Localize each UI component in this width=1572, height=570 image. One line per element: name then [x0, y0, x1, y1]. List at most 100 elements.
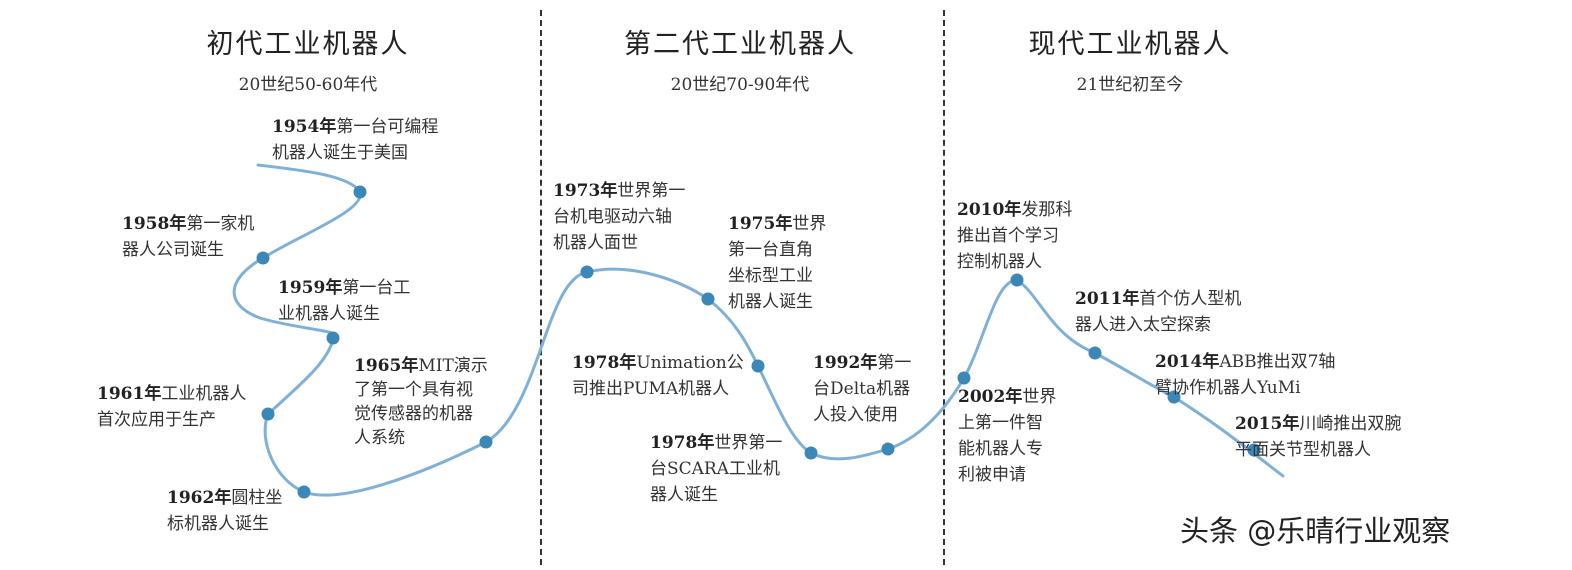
event-label: 2014年ABB推出双7轴臂协作机器人YuMi: [1155, 349, 1335, 401]
timeline-dot: [1088, 346, 1102, 360]
event-text: 器人公司诞生: [122, 240, 224, 260]
timeline-dot: [326, 331, 340, 345]
event-label: 1975年世界第一台直角坐标型工业机器人诞生: [728, 211, 826, 315]
event-text: 机器人面世: [553, 233, 638, 253]
event-text: 第一台直角: [728, 240, 813, 260]
event-year: 1973年: [553, 181, 618, 201]
event-year: 1962年: [167, 488, 232, 508]
timeline-dot: [256, 251, 270, 265]
event-label: 1954年第一台可编程机器人诞生于美国: [272, 114, 438, 166]
event-text: 平面关节型机器人: [1235, 440, 1371, 460]
timeline-dot: [1247, 443, 1261, 457]
event-line: 人投入使用: [813, 402, 911, 428]
event-text: 首次应用于生产: [97, 410, 216, 430]
era-title-2: 第二代工业机器人: [624, 29, 856, 60]
timeline-dot: [957, 371, 971, 385]
event-text: 上第一件智: [958, 413, 1043, 433]
timeline-dot: [804, 446, 818, 460]
event-year: 1978年: [650, 433, 715, 453]
event-line: 觉传感器的机器: [354, 402, 488, 426]
event-label: 1978年Unimation公司推出PUMA机器人: [572, 350, 744, 402]
era-title-1: 初代工业机器人: [206, 29, 410, 60]
event-line: 台SCARA工业机: [650, 456, 782, 482]
timeline-dot: [701, 292, 715, 306]
event-line: 首次应用于生产: [97, 407, 246, 433]
event-text: 利被申请: [958, 465, 1026, 485]
event-label: 1961年工业机器人首次应用于生产: [97, 381, 246, 433]
event-line: 推出首个学习: [957, 223, 1072, 249]
event-line: 业机器人诞生: [278, 301, 410, 327]
watermark-text: 头条 @乐晴行业观察: [1180, 514, 1451, 548]
event-line: 1961年工业机器人: [97, 381, 246, 407]
event-text: Unimation公: [636, 353, 744, 373]
event-line: 人系统: [354, 426, 488, 450]
event-text: 机器人诞生: [728, 292, 813, 312]
event-year: 1975年: [728, 214, 793, 234]
event-line: 机器人诞生于美国: [272, 140, 438, 166]
event-text: 控制机器人: [957, 252, 1042, 272]
event-year: 1961年: [97, 384, 162, 404]
event-line: 1978年世界第一: [650, 430, 782, 456]
event-text: 觉传感器的机器: [354, 404, 473, 424]
event-text: 台SCARA工业机: [650, 459, 781, 479]
event-text: ABB推出双7轴: [1219, 352, 1336, 372]
event-year: 2011年: [1075, 289, 1140, 309]
era-divider-1: [540, 10, 542, 565]
event-text: 世界: [1022, 387, 1057, 407]
event-text: 能机器人专: [958, 439, 1043, 459]
event-year: 1978年: [572, 353, 637, 373]
event-line: 器人公司诞生: [122, 237, 254, 263]
event-label: 1965年MIT演示了第一个具有视觉传感器的机器人系统: [354, 354, 488, 450]
era-subtitle-3: 21世纪初至今: [1076, 75, 1184, 95]
event-year: 2010年: [957, 200, 1022, 220]
event-text: 世界第一: [617, 181, 686, 201]
event-text: 台Delta机器: [813, 379, 911, 399]
event-text: 机器人诞生于美国: [272, 143, 408, 163]
event-line: 器人诞生: [650, 482, 782, 508]
event-text: 第一台工: [342, 278, 411, 298]
event-line: 第一台直角: [728, 237, 826, 263]
event-line: 控制机器人: [957, 249, 1072, 275]
event-line: 台机电驱动六轴: [553, 204, 685, 230]
event-line: 标机器人诞生: [167, 511, 282, 537]
event-label: 1959年第一台工业机器人诞生: [278, 275, 410, 327]
event-text: 了第一个具有视: [354, 380, 473, 400]
event-text: 人系统: [354, 428, 405, 448]
event-text: 川崎推出双腕: [1299, 414, 1402, 434]
event-label: 2002年世界上第一件智能机器人专利被申请: [958, 384, 1056, 488]
timeline-dot: [297, 485, 311, 499]
event-text: 人投入使用: [813, 405, 898, 425]
event-text: 臂协作机器人YuMi: [1155, 378, 1301, 398]
event-line: 1958年第一家机: [122, 211, 254, 237]
event-line: 2010年发那科: [957, 197, 1072, 223]
event-line: 能机器人专: [958, 436, 1056, 462]
event-year: 2002年: [958, 387, 1023, 407]
event-line: 器人进入太空探索: [1075, 312, 1241, 338]
event-text: 推出首个学习: [957, 226, 1059, 246]
event-line: 司推出PUMA机器人: [572, 376, 744, 402]
event-line: 1962年圆柱坐: [167, 485, 282, 511]
event-year: 1965年: [354, 356, 419, 376]
event-line: 1959年第一台工: [278, 275, 410, 301]
era-subtitle-1: 20世纪50-60年代: [238, 75, 378, 95]
event-line: 机器人面世: [553, 230, 685, 256]
event-line: 2015年川崎推出双腕: [1235, 411, 1401, 437]
event-text: 器人进入太空探索: [1075, 315, 1211, 335]
event-line: 臂协作机器人YuMi: [1155, 375, 1335, 401]
event-line: 了第一个具有视: [354, 378, 488, 402]
event-line: 2014年ABB推出双7轴: [1155, 349, 1335, 375]
event-text: 第一: [877, 353, 912, 373]
event-label: 1992年第一台Delta机器人投入使用: [813, 350, 911, 428]
event-label: 1978年世界第一台SCARA工业机器人诞生: [650, 430, 782, 508]
event-year: 1959年: [278, 278, 343, 298]
event-label: 1962年圆柱坐标机器人诞生: [167, 485, 282, 537]
event-line: 利被申请: [958, 462, 1056, 488]
event-line: 1978年Unimation公: [572, 350, 744, 376]
event-text: 发那科: [1021, 200, 1073, 220]
event-label: 1973年世界第一台机电驱动六轴机器人面世: [553, 178, 685, 256]
timeline-dot: [881, 442, 895, 456]
event-text: 业机器人诞生: [278, 304, 380, 324]
timeline-dot: [1167, 390, 1181, 404]
